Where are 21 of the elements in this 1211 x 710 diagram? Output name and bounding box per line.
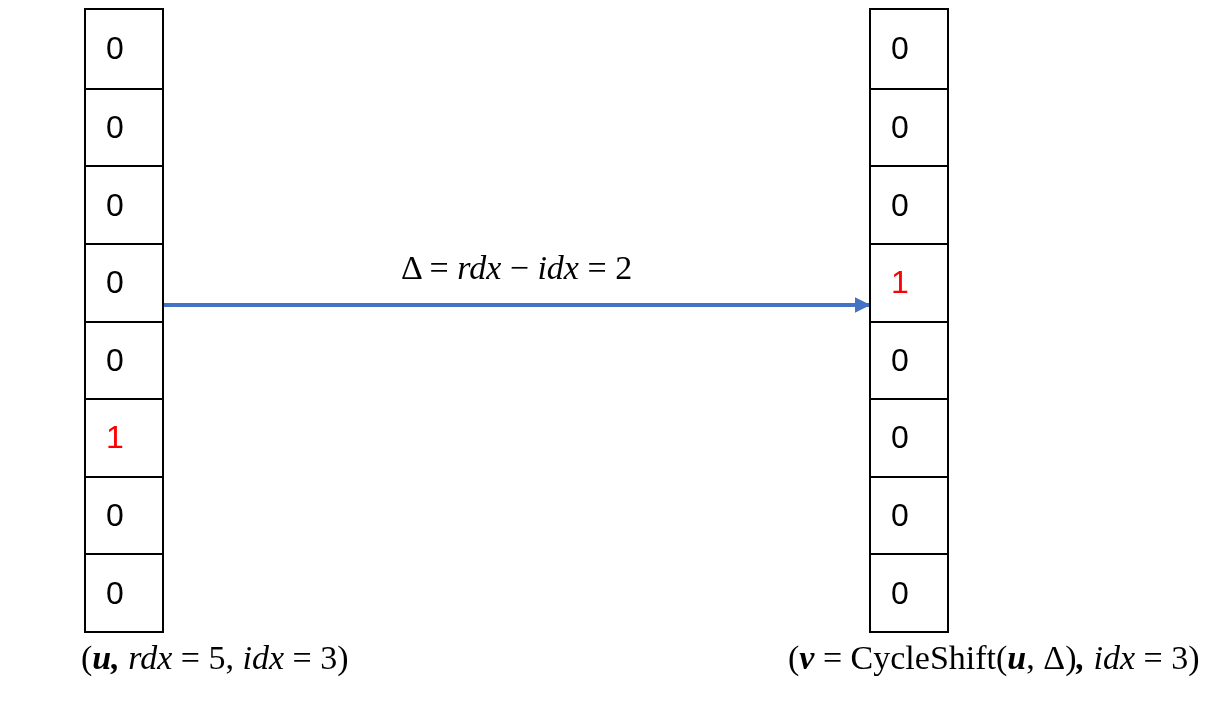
vector-cell: 0 [86,553,162,631]
vector-caption: (v = CycleShift(u, Δ), idx = 3) [788,639,1200,677]
vector-cell: 0 [86,475,162,554]
arrow [164,297,871,313]
vector-cell: 0 [86,242,162,321]
vector-cell: 1 [86,398,162,476]
vector-column [84,8,164,633]
vector-caption: (u, rdx = 5, idx = 3) [81,639,349,677]
vector-cell: 0 [871,320,947,399]
vector-cell: 0 [871,165,947,243]
vector-column [869,8,949,633]
vector-cell: 0 [871,553,947,631]
vector-cell: 0 [86,320,162,399]
vector-cell: 0 [86,87,162,166]
vector-cell: 0 [871,475,947,554]
vector-cell: 1 [871,242,947,321]
vector-cell: 0 [86,165,162,243]
vector-cell: 0 [871,398,947,476]
vector-cell: 0 [871,10,947,88]
vector-cell: 0 [86,10,162,88]
vector-cell: 0 [871,87,947,166]
